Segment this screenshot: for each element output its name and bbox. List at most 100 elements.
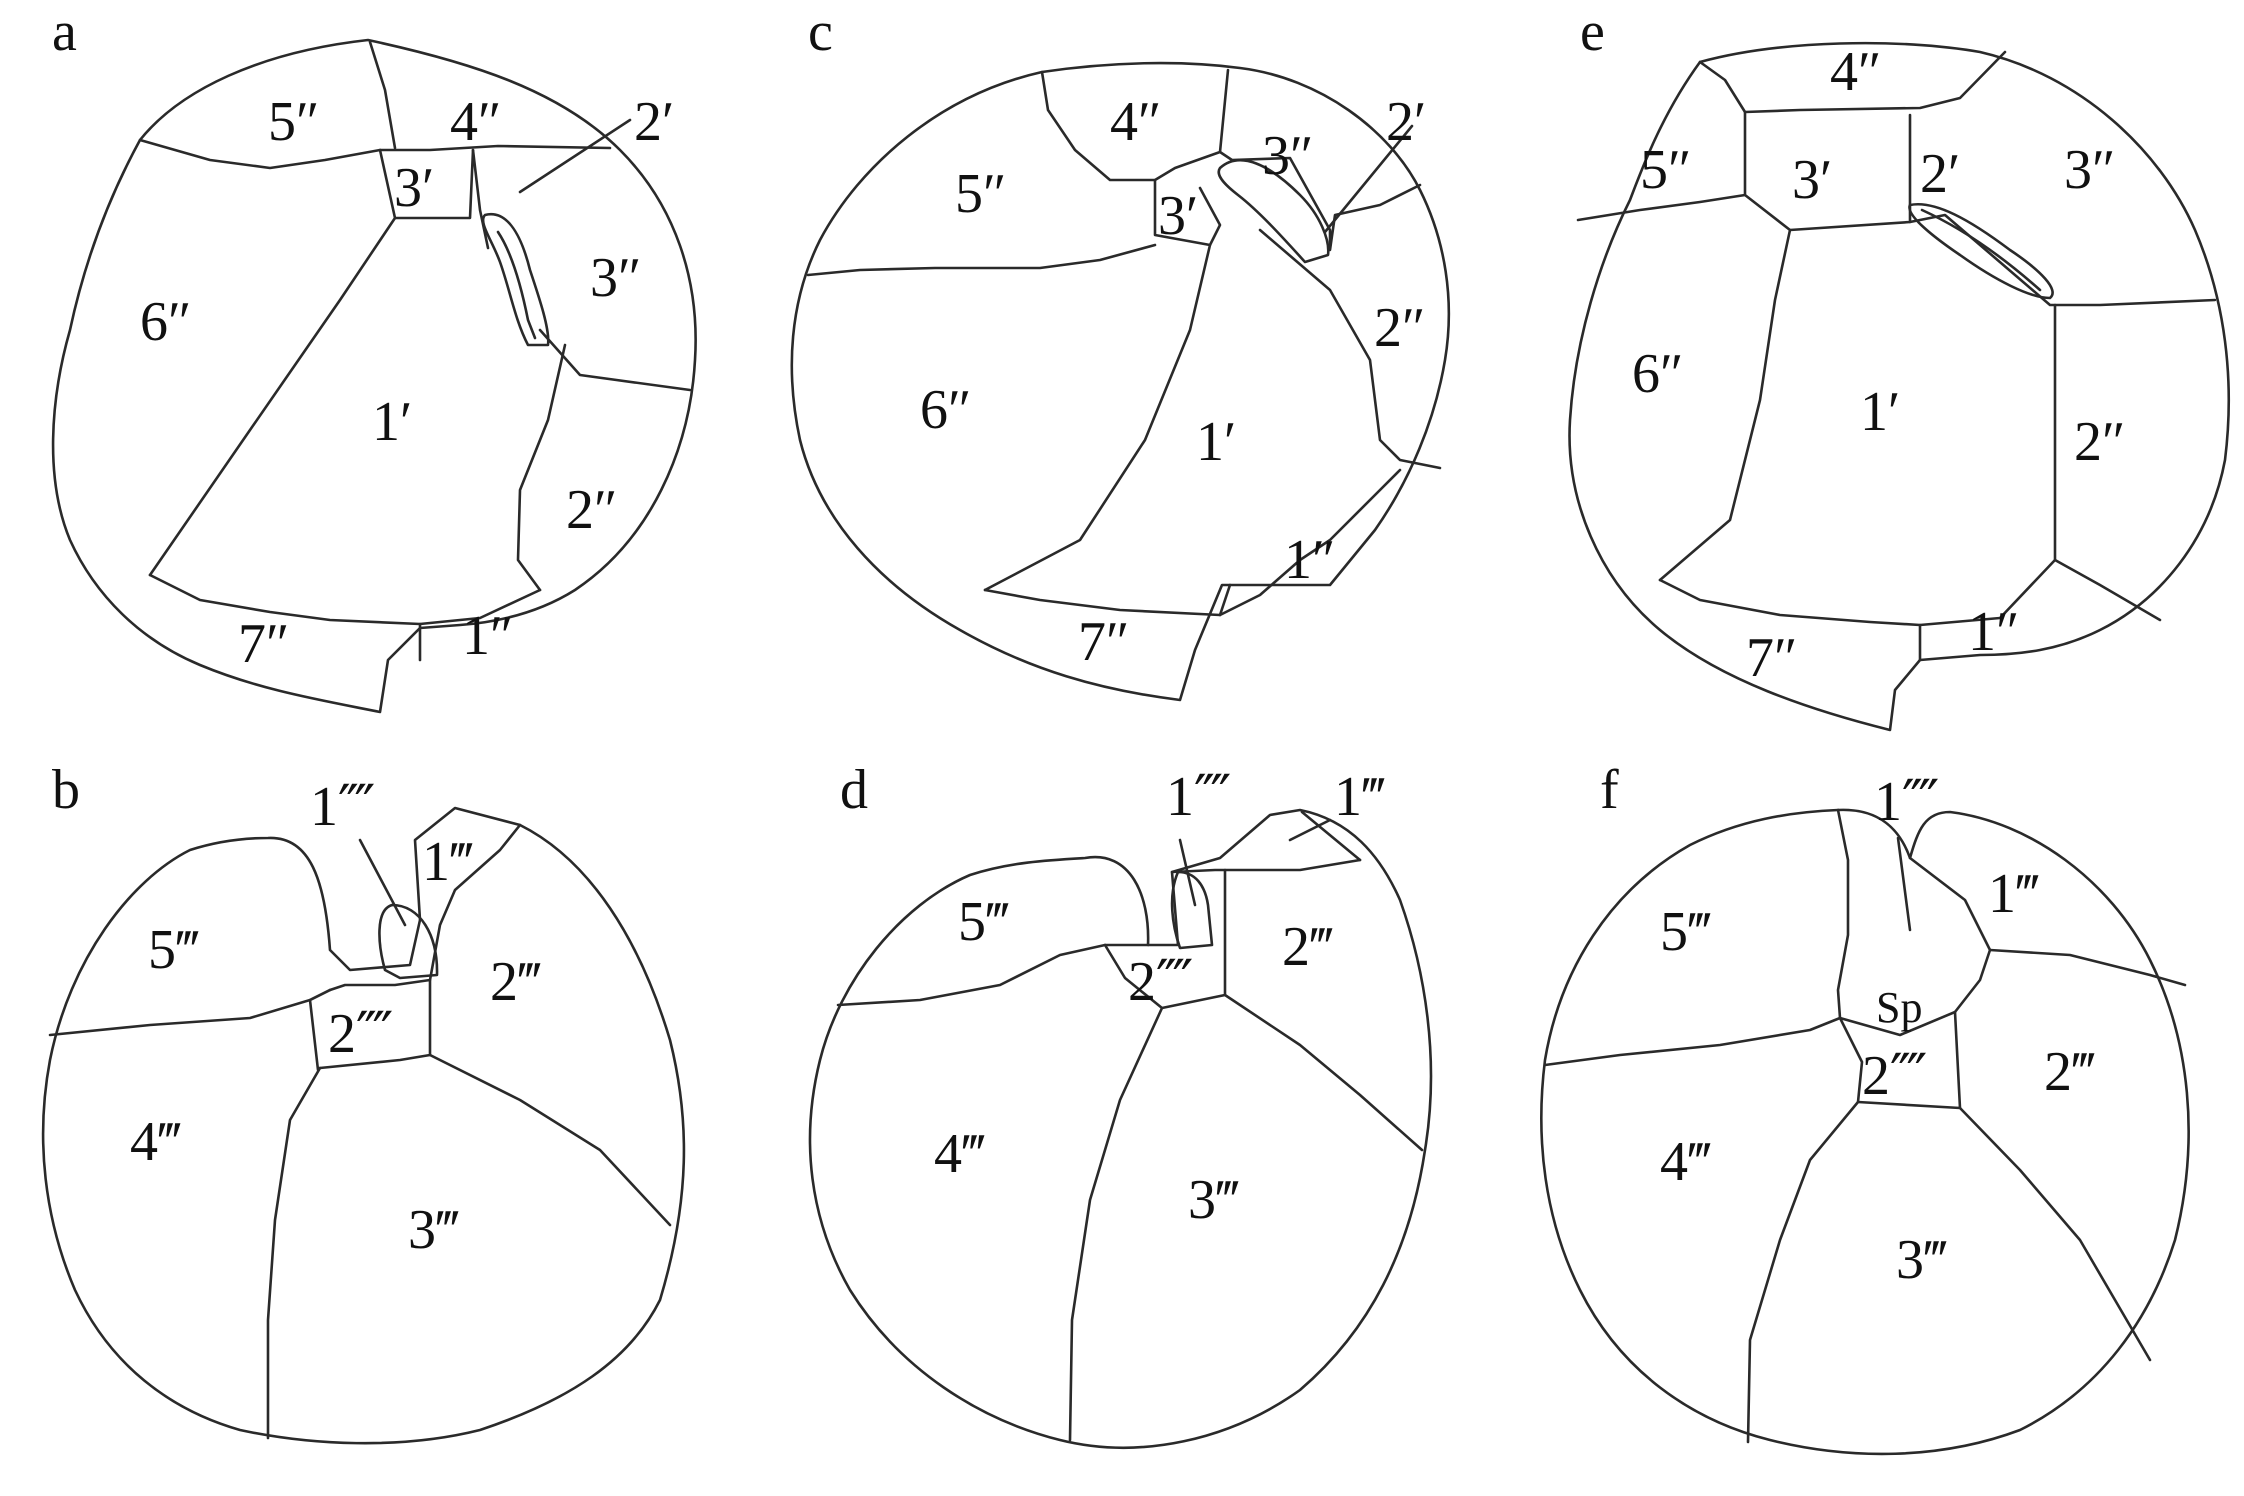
- panel-e: e 4″ 5″ 3′ 2′ 3″ 6″ 1′ 2″ 7″ 1″: [1568, 1, 2231, 732]
- leader-line: [1178, 838, 1197, 907]
- panel-label: d: [840, 759, 868, 821]
- suture: [378, 148, 475, 220]
- plate-label: 2″: [2074, 411, 2125, 473]
- suture: [138, 138, 612, 170]
- suture: [148, 573, 542, 626]
- plate-label: 3‴: [1896, 1229, 1947, 1291]
- suture: [1258, 228, 1442, 470]
- plate-label: 2⁗: [328, 1003, 393, 1065]
- leader-line: [1896, 836, 1912, 932]
- suture: [1300, 810, 1362, 862]
- cell-boundary: [41, 806, 686, 1445]
- suture: [428, 823, 522, 982]
- cell-outline: [790, 61, 1451, 702]
- plate-label: 4‴: [1660, 1131, 1711, 1193]
- plate-label: 1⁗: [1166, 766, 1231, 828]
- plate-labels: 4″ 3″ 2′ 5″ 3′ 2″ 6″ 1′ 1″ 7″: [920, 91, 1426, 673]
- suture: [1988, 948, 2187, 987]
- panel-label: e: [1580, 1, 1605, 63]
- plate-label: 1′: [372, 391, 412, 453]
- plate-label: 3″: [1262, 125, 1313, 187]
- suture: [1838, 1010, 1957, 1037]
- plate-label: 1″: [1284, 529, 1335, 591]
- suture: [148, 216, 397, 577]
- panel-c: c 4″ 3″ 2′ 5″ 3′ 2″ 6″ 1′ 1″ 7″: [790, 1, 1451, 702]
- panel-a: a 5″ 4″ 2′ 3′ 6″ 3″ 1′ 2″ 7″ 1″: [51, 1, 697, 714]
- cell-boundary: [1568, 41, 2231, 732]
- plate-label: 1‴: [422, 831, 473, 893]
- suture: [983, 243, 1212, 592]
- cell-outline: [51, 38, 697, 714]
- plate-labels: 4″ 5″ 3′ 2′ 3″ 6″ 1′ 2″ 7″ 1″: [1632, 41, 2125, 689]
- apical-pore: [481, 212, 550, 347]
- cell-boundary: [790, 61, 1451, 702]
- plate-label: 5″: [268, 91, 319, 153]
- suture: [48, 988, 332, 1037]
- panel-label: a: [52, 1, 77, 63]
- suture: [1658, 558, 2162, 627]
- plate-label: 1′: [1196, 411, 1236, 473]
- suture: [1218, 150, 1422, 252]
- posterior-plate-inner: [378, 903, 439, 980]
- cell-boundary: [51, 38, 697, 714]
- leader-line: [518, 118, 632, 194]
- suture: [1658, 228, 1792, 582]
- plate-label: 5″: [1640, 139, 1691, 201]
- plate-label: Sp: [1876, 983, 1922, 1032]
- apical-pore: [1908, 202, 2054, 300]
- suture: [516, 343, 567, 592]
- panel-d: d 1⁗ 1‴ 5‴ 2‴ 2⁗ 4‴ 3‴: [808, 759, 1433, 1449]
- plate-label: 3″: [590, 247, 641, 309]
- suture: [266, 1066, 322, 1440]
- plate-label: 7″: [1078, 611, 1129, 673]
- plate-label: 5‴: [148, 919, 199, 981]
- suture: [1576, 193, 1747, 222]
- plate-labels: 1⁗ 1‴ 5‴ 2‴ 2⁗ 4‴ 3‴: [934, 766, 1385, 1231]
- plate-label: 4‴: [130, 1111, 181, 1173]
- cell-boundary: [808, 808, 1433, 1449]
- suture: [1746, 1100, 1860, 1444]
- posterior-plate-inner: [1170, 870, 1214, 950]
- plate-label: 1‴: [1334, 766, 1385, 828]
- plate-label: 1‴: [1988, 863, 2039, 925]
- plate-label: 1⁗: [310, 776, 375, 838]
- suture: [1040, 68, 1230, 182]
- plate-label: 7″: [1746, 627, 1797, 689]
- plate-label: 4″: [1830, 41, 1881, 103]
- suture: [983, 468, 1402, 617]
- cell-outline: [1540, 808, 2190, 1456]
- apical-pore: [1217, 158, 1330, 264]
- suture: [1068, 1006, 1164, 1442]
- plate-label: 6″: [920, 379, 971, 441]
- panel-label: b: [52, 759, 80, 821]
- suture: [1170, 858, 1362, 874]
- suture: [806, 243, 1157, 277]
- panel-f: f 1⁗ 1‴ 5‴ Sp 2⁗ 2‴ 4‴ 3‴: [1540, 759, 2190, 1456]
- plate-label: 2″: [566, 479, 617, 541]
- suture: [1543, 1016, 1842, 1067]
- suture: [1958, 1106, 2152, 1362]
- cell-boundary: [1540, 808, 2190, 1456]
- plate-label: 3″: [2064, 139, 2115, 201]
- suture: [428, 1053, 672, 1227]
- suture: [1218, 583, 1232, 617]
- plate-label: 2⁗: [1862, 1045, 1927, 1107]
- suture: [368, 40, 397, 150]
- leader-line: [1288, 818, 1332, 842]
- suture: [538, 328, 692, 392]
- cell-outline: [1568, 41, 2231, 732]
- apical-pore-inner: [1920, 208, 2042, 292]
- panel-label: f: [1600, 759, 1619, 821]
- apical-pore-inner: [496, 230, 537, 340]
- plate-label: 3′: [1158, 185, 1198, 247]
- plate-labels: 1⁗ 1‴ 5‴ Sp 2⁗ 2‴ 4‴ 3‴: [1660, 771, 2095, 1291]
- plate-label: 2⁗: [1128, 951, 1193, 1013]
- plate-label: 1′: [1860, 381, 1900, 443]
- suture: [308, 988, 332, 1072]
- cell-outline: [808, 808, 1433, 1449]
- panel-b: b 1⁗ 1‴ 5‴ 2‴ 2⁗ 4‴ 3‴: [41, 759, 686, 1445]
- suture: [836, 943, 1150, 1007]
- suture: [471, 148, 490, 250]
- suture: [1698, 50, 2007, 114]
